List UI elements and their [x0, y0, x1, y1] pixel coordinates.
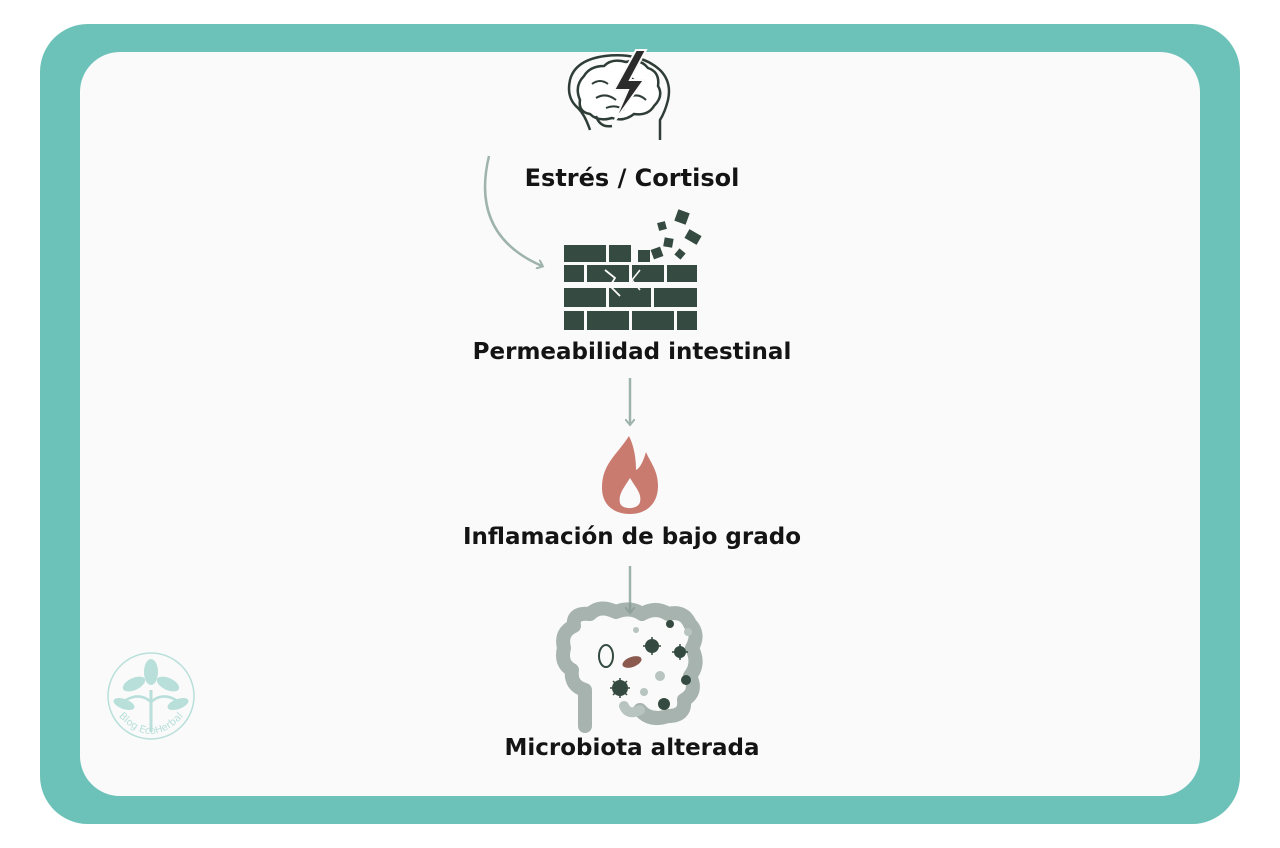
- node-label-microbiota: Microbiota alterada: [504, 735, 760, 761]
- node-label-stress: Estrés / Cortisol: [524, 164, 740, 192]
- tree-leaves-logo: Blog EcoHerbal: [107, 652, 195, 740]
- brain-lightning-icon: [567, 49, 671, 140]
- cracked-brick-wall-icon: [564, 209, 702, 330]
- intestine-microbes-icon: [556, 601, 703, 733]
- curved-arrow: [483, 155, 542, 266]
- node-label-inflammation: Inflamación de bajo grado: [462, 524, 802, 550]
- flame-icon: [602, 436, 658, 514]
- node-label-permeability: Permeabilidad intestinal: [472, 339, 792, 365]
- diagram-card: [80, 52, 1200, 796]
